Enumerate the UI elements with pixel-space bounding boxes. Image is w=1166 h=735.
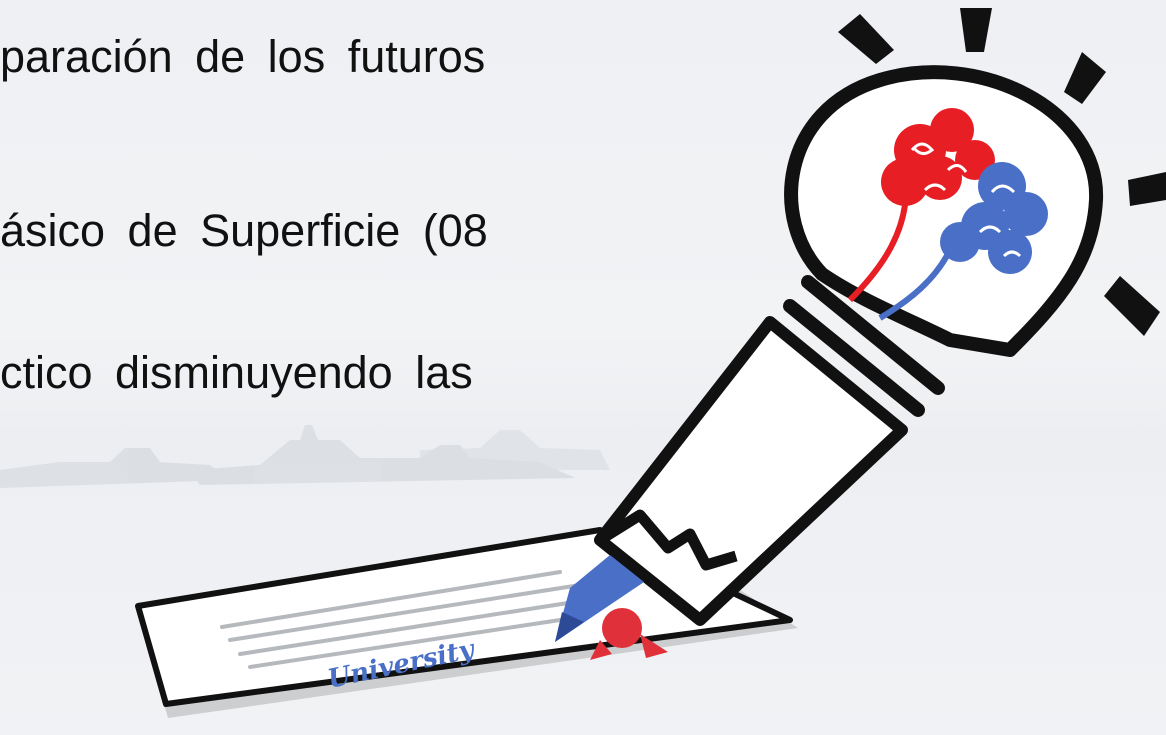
pencil-icon (555, 275, 945, 642)
lightbulb-icon (784, 65, 1104, 357)
light-rays-icon (838, 8, 1166, 336)
seal-icon (590, 608, 668, 660)
text-line-2: ásico de Superficie (08 (0, 205, 488, 256)
text-line-3: ctico disminuyendo las (0, 347, 473, 398)
text-line-1: paración de los futuros (0, 31, 486, 82)
